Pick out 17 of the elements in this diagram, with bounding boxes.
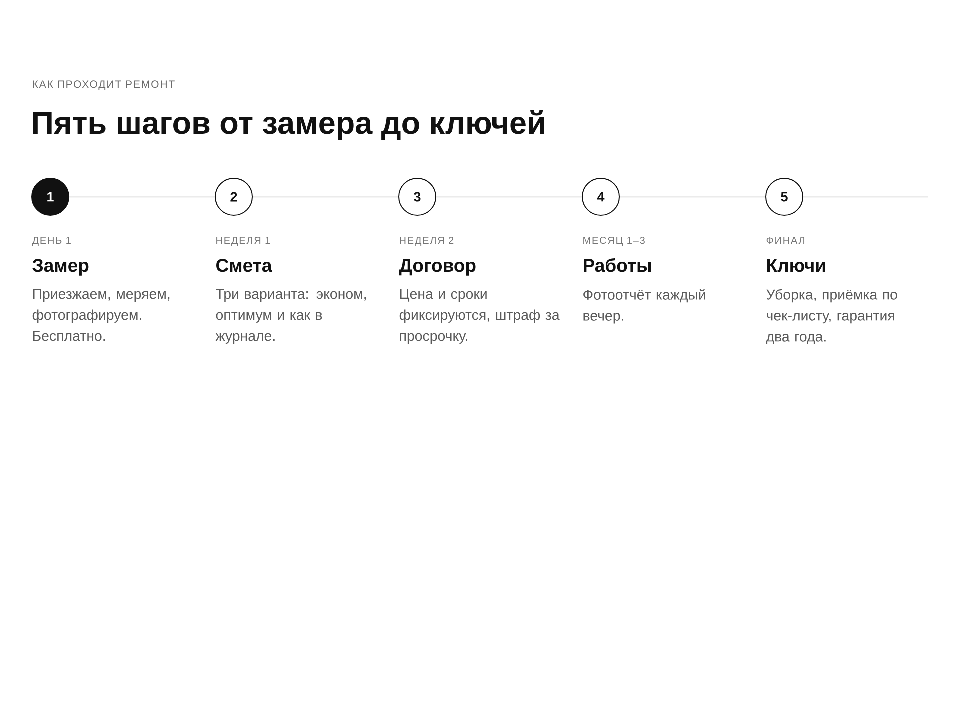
step-description: Цена и сроки фиксируются, штраф за просрочку.: [400, 289, 560, 344]
step-title: Договор: [399, 259, 476, 276]
step-title: Смета: [216, 259, 272, 272]
step-description: Фотоотчёт каждый вечер.: [584, 289, 706, 324]
step-title: Работы: [584, 258, 652, 272]
step-description: Уборка, приёмка по чек-листу, гарантия два года.: [766, 289, 898, 344]
eyebrow-label: КАК ПРОХОДИТ РЕМОНТ: [33, 80, 175, 90]
step-title: Замер: [32, 259, 89, 276]
step-description: Приезжаем, меряем, фотографируем. Бесплатно.: [32, 289, 170, 342]
step-title: Ключи: [768, 259, 826, 272]
step-label: МЕСЯЦ 1–3: [584, 237, 645, 246]
step-description: Три варианта: эконом, оптимум и как в журнале.: [216, 289, 366, 344]
heading: Пять шагов от замера до ключей: [33, 110, 544, 141]
step-label: НЕДЕЛЯ 2: [400, 237, 454, 246]
step-label: НЕДЕЛЯ 1: [216, 237, 270, 246]
step-label: ФИНАЛ: [766, 237, 804, 244]
step-label: ДЕНЬ 1: [32, 237, 71, 246]
